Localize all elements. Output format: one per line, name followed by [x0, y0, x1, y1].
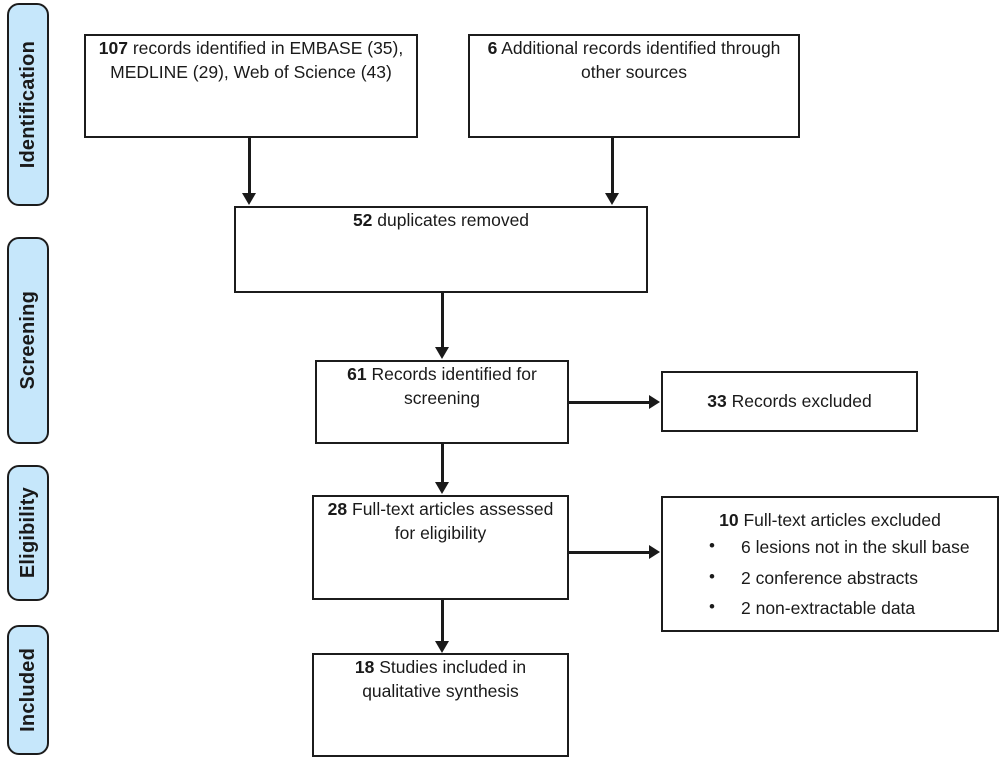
- connector-records-to-duplicates: [248, 138, 251, 194]
- box-studies-included-count: 18: [354, 657, 375, 677]
- box-records-screening-label: Records identified for screening: [366, 364, 537, 409]
- arrowhead-fulltext-to-excluded: [649, 545, 660, 559]
- connector-screening-to-fulltext: [441, 444, 444, 483]
- box-fulltext-assessed-count: 28: [327, 499, 348, 519]
- exclusion-reason-list: • 6 lesions not in the skull base • 2 co…: [673, 536, 987, 628]
- connector-additional-to-duplicates: [611, 138, 614, 194]
- stage-label-identification: Identification: [17, 40, 39, 169]
- box-records-identified: 107 records identified in EMBASE (35), M…: [84, 34, 418, 138]
- box-records-excluded-count: 33: [707, 391, 727, 412]
- box-records-screening-text: 61 Records identified for screening: [317, 362, 567, 410]
- box-additional-records: 6 Additional records identified through …: [468, 34, 800, 138]
- box-records-screening: 61 Records identified for screening: [315, 360, 569, 444]
- box-records-identified-count: 107: [98, 38, 128, 58]
- box-fulltext-excluded: 10 Full-text articles excluded • 6 lesio…: [661, 496, 999, 632]
- stage-label-eligibility: Eligibility: [17, 487, 39, 579]
- list-item: • 2 conference abstracts: [709, 567, 987, 598]
- arrowhead-records-to-duplicates: [242, 193, 256, 205]
- bullet-icon: •: [709, 535, 715, 555]
- box-fulltext-excluded-title: 10 Full-text articles excluded: [673, 509, 987, 532]
- box-records-identified-text: 107 records identified in EMBASE (35), M…: [86, 36, 416, 84]
- box-fulltext-assessed-label: Full-text articles assessed for eligibil…: [347, 499, 554, 544]
- box-duplicates-removed-label: duplicates removed: [372, 210, 530, 230]
- stage-pill-identification: Identification: [7, 3, 49, 206]
- arrowhead-screening-to-excluded: [649, 395, 660, 409]
- box-studies-included-text: 18 Studies included in qualitative synth…: [314, 655, 567, 703]
- box-fulltext-excluded-label: Full-text articles excluded: [738, 510, 941, 530]
- connector-duplicates-to-screening: [441, 293, 444, 348]
- list-item: • 2 non-extractable data: [709, 597, 987, 628]
- bullet-icon: •: [709, 597, 715, 617]
- arrowhead-duplicates-to-screening: [435, 347, 449, 359]
- box-additional-records-count: 6: [487, 38, 498, 58]
- box-fulltext-assessed: 28 Full-text articles assessed for eligi…: [312, 495, 569, 600]
- stage-label-included: Included: [17, 648, 39, 732]
- box-additional-records-text: 6 Additional records identified through …: [470, 36, 798, 84]
- box-fulltext-assessed-text: 28 Full-text articles assessed for eligi…: [314, 497, 567, 545]
- exclusion-reason-text: 6 lesions not in the skull base: [741, 536, 970, 557]
- connector-fulltext-to-excluded: [569, 551, 649, 554]
- list-item: • 6 lesions not in the skull base: [709, 536, 987, 567]
- box-records-excluded: 33 Records excluded: [661, 371, 918, 432]
- arrowhead-screening-to-fulltext: [435, 482, 449, 494]
- exclusion-reason-text: 2 non-extractable data: [741, 598, 916, 619]
- connector-screening-to-excluded: [569, 401, 649, 404]
- box-duplicates-removed-count: 52: [352, 210, 373, 230]
- arrowhead-fulltext-to-included: [435, 641, 449, 653]
- box-studies-included-label: Studies included in qualitative synthesi…: [362, 657, 527, 702]
- box-studies-included: 18 Studies included in qualitative synth…: [312, 653, 569, 757]
- box-records-identified-label: records identified in EMBASE (35), MEDLI…: [110, 38, 404, 83]
- bullet-icon: •: [709, 566, 715, 586]
- box-duplicates-removed-text: 52 duplicates removed: [341, 208, 541, 232]
- box-duplicates-removed: 52 duplicates removed: [234, 206, 648, 293]
- arrowhead-additional-to-duplicates: [605, 193, 619, 205]
- box-fulltext-excluded-body: 10 Full-text articles excluded • 6 lesio…: [663, 498, 997, 628]
- box-records-excluded-text: 33 Records excluded: [695, 389, 883, 413]
- box-additional-records-label: Additional records identified through ot…: [497, 38, 781, 83]
- box-records-screening-count: 61: [347, 364, 367, 384]
- stage-label-screening: Screening: [17, 291, 39, 390]
- stage-pill-screening: Screening: [7, 237, 49, 444]
- connector-fulltext-to-included: [441, 600, 444, 642]
- exclusion-reason-text: 2 conference abstracts: [741, 567, 919, 588]
- box-fulltext-excluded-count: 10: [719, 510, 739, 530]
- stage-pill-eligibility: Eligibility: [7, 465, 49, 601]
- box-records-excluded-label: Records excluded: [726, 391, 872, 412]
- stage-pill-included: Included: [7, 625, 49, 755]
